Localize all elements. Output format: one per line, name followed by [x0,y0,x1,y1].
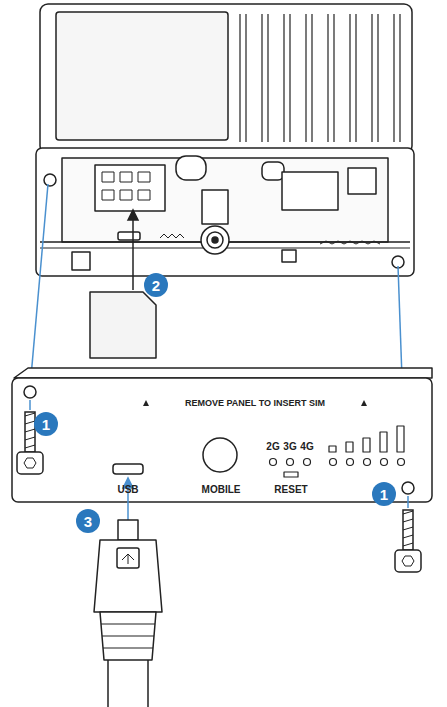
led-label: 3G [283,442,296,452]
panel-screw-hole [402,482,414,494]
mobile-button [203,438,237,472]
network-leds [270,459,311,466]
callout-number: 3 [84,514,92,529]
antenna-connector [201,226,229,254]
antenna-connector [207,232,223,248]
front-panel [12,378,432,502]
button-switch [282,250,296,262]
panel-screw-hole [24,386,36,398]
coil [160,234,184,238]
callout-circles [34,273,396,533]
router-body [40,4,412,154]
antenna-connector-base [202,190,228,224]
cable-fill [109,661,147,707]
screws [17,412,421,572]
router-front-end [36,148,414,276]
callout-number: 1 [380,487,388,502]
button-label: RESET [274,485,307,495]
panel-top-face [14,368,432,378]
capacitor [176,156,206,180]
sim-slot-contacts [102,172,150,200]
callout-arrows [30,400,408,520]
cooling-fins [240,14,400,142]
led-row [320,241,380,244]
usb-socket [118,232,140,240]
reset-hole [284,472,298,477]
module [282,172,338,210]
sim-card [90,292,156,358]
callout-number: 2 [152,278,160,293]
led-label: 2G [266,442,279,452]
capacitor [262,162,284,180]
guide-lines [30,184,402,388]
mount-post [72,252,90,270]
chip [348,168,376,194]
usb-cable [94,520,162,707]
top-plate [56,12,228,140]
screw-hole [44,174,56,186]
sim-insert-arrow [128,210,138,290]
antenna-pin [212,237,218,243]
signal-bars [329,426,404,452]
usb-port [113,464,143,474]
led-label: 4G [300,442,313,452]
panel-instruction: REMOVE PANEL TO INSERT SIM [185,399,325,408]
port-label: USB [117,485,138,495]
button-label: MOBILE [202,485,241,495]
sim-slot [95,165,165,211]
signal-leds [330,459,405,466]
callout-number: 1 [42,417,50,432]
